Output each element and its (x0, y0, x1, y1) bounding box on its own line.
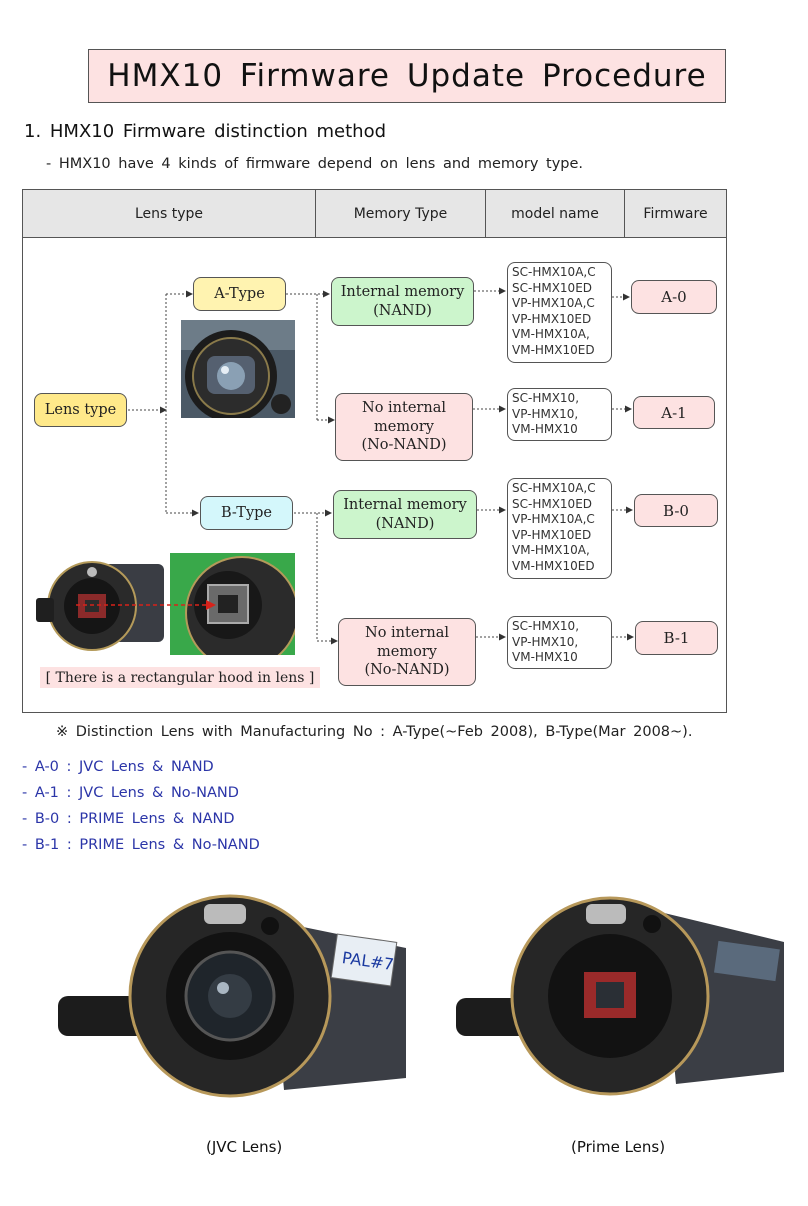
section-heading: 1. HMX10 Firmware distinction method (24, 121, 387, 142)
model-name: VP-HMX10ED (512, 527, 592, 542)
model-name: VP-HMX10A,C (512, 296, 595, 310)
model-name: SC-HMX10, (512, 391, 580, 405)
model-name: SC-HMX10, (512, 619, 580, 633)
legend-b1: - B-1 : PRIME Lens & No-NAND (22, 837, 260, 853)
jvc-lens-caption: (JVC Lens) (206, 1138, 283, 1156)
model-list-b0: SC-HMX10A,C SC-HMX10ED VP-HMX10A,C VP-HM… (507, 478, 612, 579)
model-name: VM-HMX10ED (512, 558, 595, 573)
internal-memory-label: Internal memory (343, 496, 467, 513)
model-list-a0: SC-HMX10A,C SC-HMX10ED VP-HMX10A,C VP-HM… (507, 262, 612, 363)
model-name: VP-HMX10, (512, 406, 579, 421)
internal-memory-box-b: Internal memory (NAND) (333, 490, 477, 539)
model-name: VM-HMX10 (512, 422, 578, 436)
firmware-b1: B-1 (635, 621, 718, 655)
model-name: VM-HMX10A, (512, 543, 590, 557)
no-nand-label: (No-NAND) (361, 437, 447, 454)
header-lens-type: Lens type (23, 190, 316, 237)
b-type-box: B-Type (200, 496, 293, 530)
section-subtitle: - HMX10 have 4 kinds of firmware depend … (46, 156, 584, 172)
model-name: VP-HMX10ED (512, 311, 592, 326)
header-firmware: Firmware (643, 205, 708, 222)
model-name: VM-HMX10ED (512, 342, 595, 357)
internal-memory-label: Internal memory (340, 283, 465, 300)
legend-a0: - A-0 : JVC Lens & NAND (22, 759, 214, 775)
legend-a1: - A-1 : JVC Lens & No-NAND (22, 785, 239, 801)
firmware-a1: A-1 (633, 396, 715, 429)
model-name: VP-HMX10A,C (512, 512, 595, 526)
distinction-note: ※ Distinction Lens with Manufacturing No… (56, 724, 693, 740)
no-nand-label: (No-NAND) (364, 662, 450, 679)
memory-label: memory (374, 418, 434, 435)
title-box: HMX10 Firmware Update Procedure (88, 49, 726, 103)
b-type-hood-closeup-photo (170, 553, 295, 655)
page-title: HMX10 Firmware Update Procedure (107, 58, 707, 94)
model-list-a1: SC-HMX10, VP-HMX10, VM-HMX10 (507, 388, 612, 441)
prime-lens-caption: (Prime Lens) (571, 1138, 666, 1156)
a-type-lens-photo (181, 320, 295, 418)
model-name: SC-HMX10ED (512, 280, 593, 295)
b-type-camera-photo (34, 552, 164, 656)
diagram-header: Lens type Memory Type model name Firmwar… (23, 190, 726, 238)
no-internal-memory-box-a: No internal memory (No-NAND) (335, 393, 473, 461)
header-model-name: model name (486, 190, 625, 237)
a-type-box: A-Type (193, 277, 286, 311)
model-list-b1: SC-HMX10, VP-HMX10, VM-HMX10 (507, 616, 612, 669)
header-memory-type: Memory Type (316, 190, 486, 237)
nand-label: (NAND) (375, 515, 435, 532)
lens-type-box: Lens type (34, 393, 127, 427)
model-name: SC-HMX10A,C (512, 265, 596, 279)
model-name: SC-HMX10A,C (512, 481, 596, 495)
hood-label: [ There is a rectangular hood in lens ] (40, 667, 320, 688)
no-internal-label: No internal (365, 624, 449, 641)
legend-b0: - B-0 : PRIME Lens & NAND (22, 811, 235, 827)
no-internal-label: No internal (362, 399, 446, 416)
model-name: VM-HMX10 (512, 650, 578, 664)
no-internal-memory-box-b: No internal memory (No-NAND) (338, 618, 476, 686)
distinction-diagram (22, 189, 727, 713)
hood-indicator-arrow (76, 600, 216, 610)
internal-memory-box-a: Internal memory (NAND) (331, 277, 474, 326)
firmware-b0: B-0 (634, 494, 718, 527)
model-name: VM-HMX10A, (512, 327, 590, 341)
firmware-a0: A-0 (631, 280, 717, 314)
jvc-lens-camera-photo: PAL#7 (44, 878, 406, 1100)
nand-label: (NAND) (373, 302, 432, 319)
model-name: SC-HMX10ED (512, 496, 593, 511)
model-name: VP-HMX10, (512, 634, 579, 649)
prime-lens-camera-photo (440, 870, 784, 1102)
memory-label: memory (377, 643, 437, 660)
